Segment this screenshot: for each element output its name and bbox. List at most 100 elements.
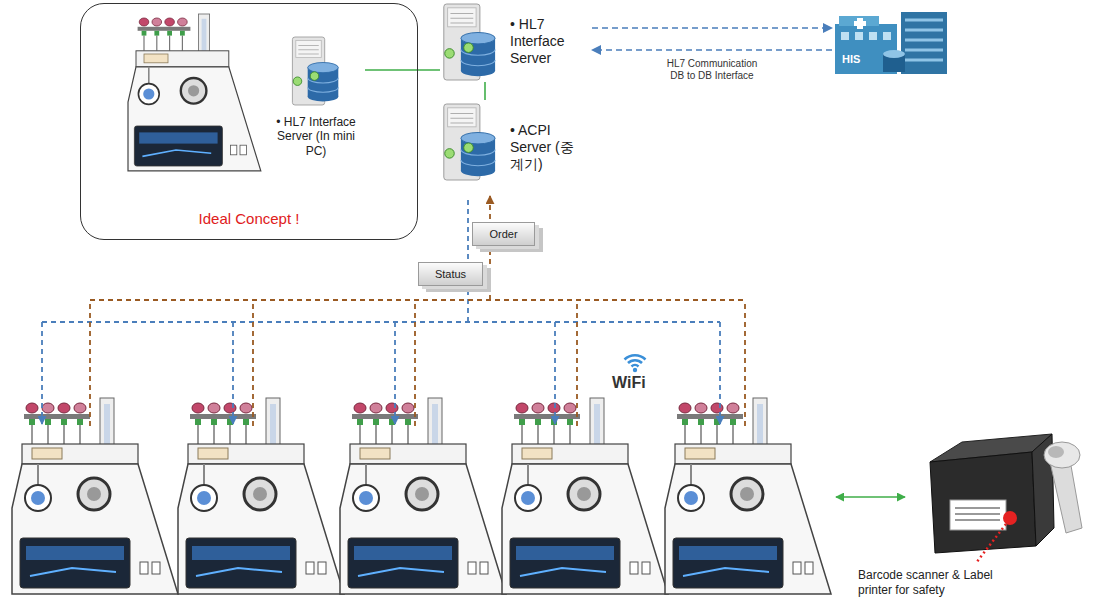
server-icon bbox=[292, 37, 338, 105]
node-label: • ACPI Server (중계기) bbox=[510, 122, 586, 172]
valve-stem bbox=[182, 36, 183, 51]
button bbox=[152, 562, 160, 574]
rotor-hub bbox=[253, 487, 267, 501]
rotor-gauge bbox=[244, 478, 276, 510]
database-top bbox=[461, 133, 495, 144]
valve-head bbox=[695, 403, 707, 413]
analyzer-device bbox=[502, 398, 668, 594]
syringe-barrel bbox=[202, 19, 207, 51]
valve-base bbox=[211, 419, 217, 425]
valve-head bbox=[224, 403, 236, 413]
screen-glow bbox=[358, 568, 444, 576]
valve-stem bbox=[143, 36, 144, 51]
printed-label bbox=[950, 500, 1006, 530]
server-graphic bbox=[440, 4, 500, 89]
analyzer-device bbox=[340, 398, 506, 594]
server-graphic bbox=[289, 37, 349, 122]
upper-shelf bbox=[512, 444, 628, 464]
database-top bbox=[461, 33, 495, 44]
network-port bbox=[464, 143, 474, 153]
valve-stem bbox=[553, 425, 555, 444]
valve-head bbox=[165, 18, 175, 26]
upper-shelf bbox=[136, 51, 229, 67]
acpi-server: • ACPI Server (중계기) bbox=[440, 100, 590, 190]
touch-screen bbox=[186, 538, 296, 588]
valve-base bbox=[405, 419, 411, 425]
order-bus bbox=[42, 321, 720, 323]
device-housing bbox=[178, 464, 344, 594]
device-housing bbox=[665, 464, 831, 594]
network-port bbox=[445, 149, 455, 159]
valve-rack bbox=[190, 414, 256, 419]
sample-window-core bbox=[684, 491, 698, 505]
network-port bbox=[464, 43, 474, 53]
syringe-barrel bbox=[594, 404, 600, 444]
valve-stem bbox=[213, 425, 215, 444]
valve-stem bbox=[197, 425, 199, 444]
rotor-hub bbox=[415, 487, 429, 501]
valve-rack bbox=[24, 414, 90, 419]
touch-screen bbox=[20, 538, 130, 588]
server-slot bbox=[298, 49, 318, 50]
sample-window bbox=[353, 485, 379, 511]
label-print-line bbox=[955, 519, 1000, 521]
button bbox=[805, 562, 813, 574]
hospital-window bbox=[883, 32, 891, 40]
server-slot bbox=[298, 54, 318, 55]
valve-base bbox=[682, 419, 688, 425]
wifi-arc bbox=[625, 355, 646, 359]
sample-window bbox=[191, 485, 217, 511]
server-slot bbox=[298, 45, 318, 46]
valve-stem bbox=[47, 425, 49, 444]
hospital-window bbox=[855, 32, 863, 40]
valve-stem bbox=[375, 425, 377, 444]
database-bottom bbox=[461, 65, 495, 76]
server-slot bbox=[450, 113, 473, 114]
analyzer-device bbox=[665, 398, 831, 594]
server-face bbox=[448, 108, 477, 127]
server-slot bbox=[450, 118, 473, 119]
valve-base bbox=[77, 419, 83, 425]
valve-head bbox=[208, 403, 220, 413]
server-slot bbox=[450, 123, 473, 124]
network-port bbox=[310, 72, 319, 81]
node-label: • HL7 Interface Server (In mini PC) bbox=[275, 115, 357, 158]
button bbox=[240, 145, 246, 155]
valve-head bbox=[42, 403, 54, 413]
syringe-barrel bbox=[104, 404, 110, 444]
text-holder: Order bbox=[473, 228, 534, 240]
button bbox=[230, 145, 236, 155]
hospital-cross bbox=[854, 18, 866, 29]
valve-head bbox=[354, 403, 366, 413]
status-drop bbox=[89, 300, 91, 426]
sample-window bbox=[515, 485, 541, 511]
valve-base bbox=[535, 419, 541, 425]
database-bottom bbox=[308, 91, 339, 101]
tube bbox=[365, 464, 367, 485]
valve-head bbox=[192, 403, 204, 413]
device-housing bbox=[12, 464, 178, 594]
connector bbox=[592, 27, 832, 29]
peripheral-link bbox=[836, 496, 905, 498]
valve-stem bbox=[521, 425, 523, 444]
button bbox=[642, 562, 650, 574]
rotor-gauge bbox=[731, 478, 763, 510]
valve-head bbox=[532, 403, 544, 413]
screen-glow bbox=[683, 568, 769, 576]
server-icon bbox=[444, 104, 495, 180]
scanner-head bbox=[1044, 442, 1080, 468]
valve-stem bbox=[732, 425, 734, 444]
text-holder: Status bbox=[419, 268, 482, 280]
valve-head bbox=[152, 18, 162, 26]
valve-stem bbox=[391, 425, 393, 444]
rotor-hub bbox=[577, 487, 591, 501]
order-trunk bbox=[467, 200, 469, 322]
screen-banner bbox=[139, 132, 217, 143]
hl7-interface-server: • HL7 Interface Server bbox=[440, 4, 590, 82]
network-port bbox=[445, 49, 455, 59]
his-system: HIS bbox=[835, 8, 950, 76]
status-drop bbox=[576, 300, 578, 426]
valve-head bbox=[402, 403, 414, 413]
